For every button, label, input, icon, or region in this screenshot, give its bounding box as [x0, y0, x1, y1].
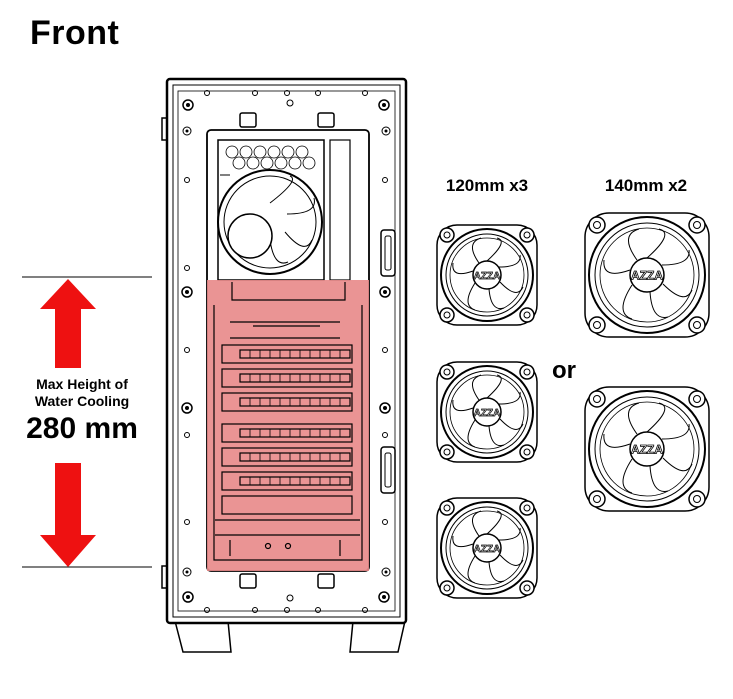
- fan-140mm-icon: [584, 386, 710, 512]
- max-height-value: 280 mm: [26, 412, 138, 445]
- fan-120mm-icon: [436, 224, 538, 326]
- or-separator: or: [552, 357, 576, 384]
- max-height-label-line1: Max Height of: [36, 376, 128, 392]
- max-height-label-line2: Water Cooling: [34, 393, 130, 409]
- fan-120mm-icon: [436, 497, 538, 599]
- water-cooling-zone: [207, 280, 369, 571]
- arrow-down-icon: [40, 463, 96, 567]
- fan-120mm-icon: [436, 361, 538, 463]
- page-title: Front: [30, 14, 120, 52]
- fan-140mm-icon: [584, 212, 710, 338]
- pc-case-front: [161, 77, 408, 653]
- option-140mm-label: 140mm x2: [604, 176, 688, 195]
- option-120mm-label: 120mm x3: [445, 176, 529, 195]
- arrow-up-icon: [40, 279, 96, 368]
